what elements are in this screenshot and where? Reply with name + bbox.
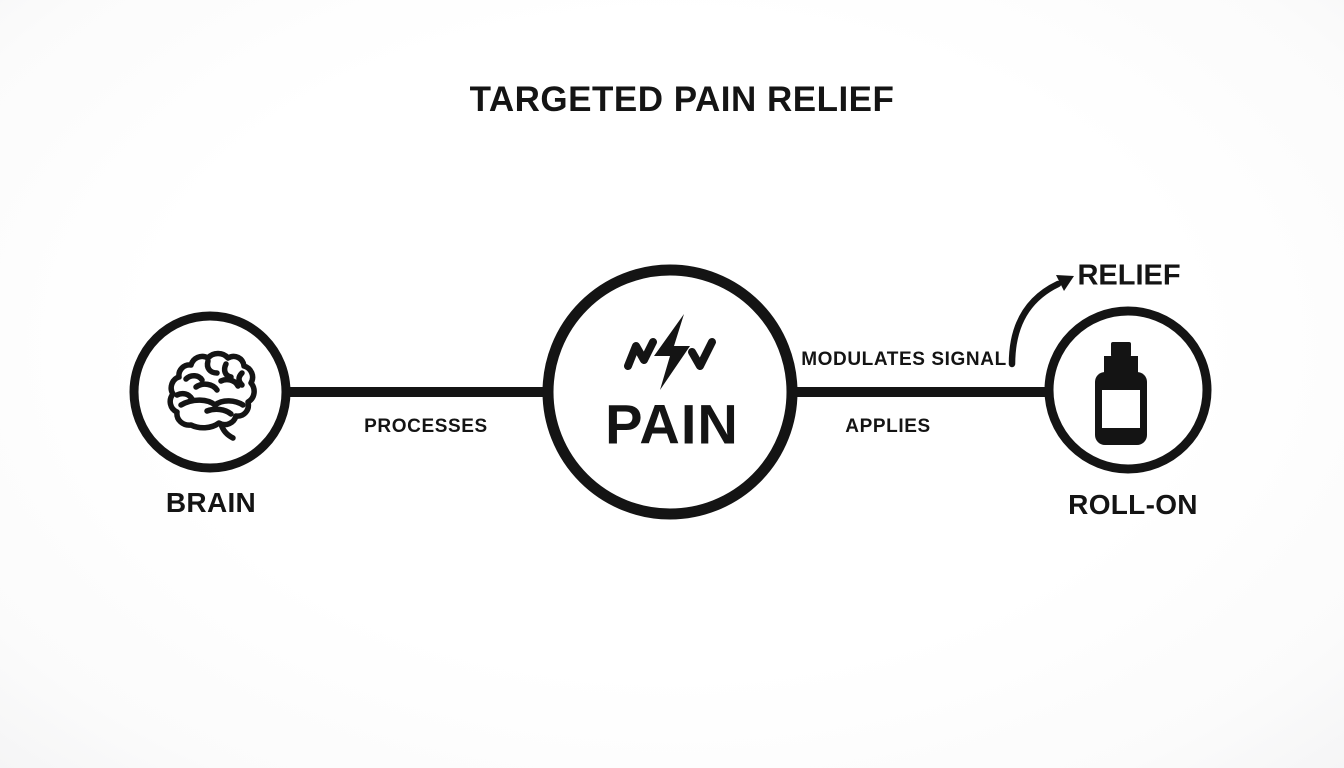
pain-bolt-icon bbox=[624, 314, 716, 390]
brain-node-circle bbox=[129, 311, 291, 473]
diagram-title: TARGETED PAIN RELIEF bbox=[469, 80, 895, 119]
roll-on-bottle-icon bbox=[1095, 342, 1147, 445]
pain-node-circle bbox=[542, 264, 798, 520]
edge-label-modulates-signal: MODULATES SIGNAL bbox=[801, 349, 1007, 370]
brain-icon bbox=[167, 350, 257, 441]
rollon-node-label: ROLL-ON bbox=[1068, 489, 1198, 520]
pain-node-label: PAIN bbox=[605, 392, 739, 456]
brain-node-label: BRAIN bbox=[165, 487, 257, 518]
relief-annotation-label: RELIEF bbox=[1077, 259, 1181, 292]
edge-label-processes: PROCESSES bbox=[364, 416, 488, 437]
relief-arrow bbox=[1008, 275, 1074, 368]
edge-label-applies: APPLIES bbox=[845, 416, 931, 437]
